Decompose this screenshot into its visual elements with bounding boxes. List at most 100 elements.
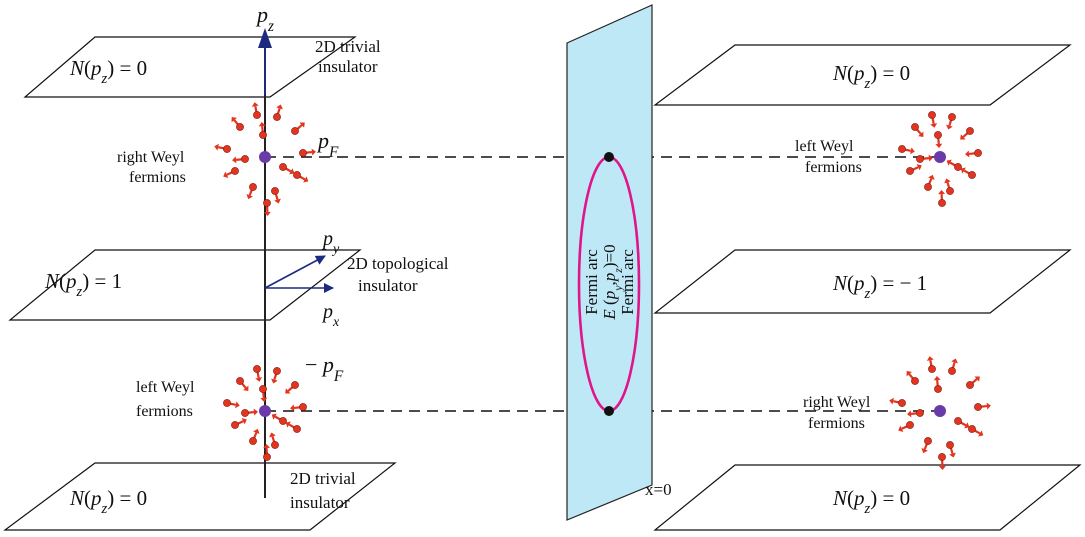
left-plane-top bbox=[23, 36, 357, 98]
weyl-cluster-left-upper bbox=[214, 102, 316, 216]
spin-arrow bbox=[271, 367, 281, 384]
left-plane-bottom bbox=[3, 462, 397, 531]
right-plane-middle bbox=[653, 249, 1072, 314]
spin-arrow bbox=[938, 190, 946, 207]
spin-arrow bbox=[944, 178, 954, 195]
left-weyl-upper-2: fermions bbox=[129, 169, 186, 186]
spin-arrow bbox=[966, 376, 980, 389]
spin-arrow bbox=[223, 399, 240, 409]
spin-arrow bbox=[285, 381, 299, 394]
surface-plane bbox=[566, 4, 653, 521]
weyl-cluster-right-upper bbox=[898, 111, 982, 207]
spin-arrow bbox=[946, 441, 956, 458]
weyl-point-right-upper bbox=[934, 151, 946, 163]
spin-arrow bbox=[271, 187, 281, 204]
left-middle-desc-1: 2D topological bbox=[347, 254, 449, 273]
weyl-cluster-left-lower bbox=[223, 365, 307, 461]
spin-arrow bbox=[214, 143, 231, 153]
spin-arrow bbox=[965, 149, 982, 158]
left-bottom-n-label: N(pz) = 0 bbox=[69, 486, 147, 517]
pF-label: pF bbox=[316, 128, 339, 161]
spin-arrow bbox=[907, 409, 924, 418]
left-top-desc-2: insulator bbox=[318, 57, 378, 76]
spin-arrow bbox=[974, 402, 991, 411]
spin-arrow bbox=[960, 167, 976, 179]
weyl-point-right-lower bbox=[934, 405, 946, 417]
spin-arrow bbox=[948, 358, 958, 375]
right-weyl-lower-1: right Weyl bbox=[803, 394, 871, 411]
spin-arrow bbox=[938, 453, 946, 470]
spin-arrow bbox=[933, 376, 942, 393]
surface-label-fermi-arc-right: Fermi arc bbox=[618, 249, 637, 315]
spin-arrow bbox=[291, 122, 305, 135]
minus-pF-label: − pF bbox=[305, 352, 344, 385]
right-middle-n-label: N(pz) = − 1 bbox=[832, 271, 927, 302]
spin-arrow bbox=[223, 167, 239, 178]
spin-arrow bbox=[911, 123, 924, 137]
weyl-cluster-right-lower bbox=[889, 356, 991, 470]
right-plane-bottom bbox=[653, 464, 1082, 531]
spin-arrow bbox=[249, 428, 260, 445]
spin-arrow bbox=[258, 122, 267, 139]
spin-arrow bbox=[960, 127, 974, 140]
left-bottom-desc-1: 2D trivial bbox=[290, 469, 356, 488]
surface-node-lower bbox=[604, 406, 614, 416]
spin-arrow bbox=[241, 408, 258, 417]
spin-arrow bbox=[231, 117, 244, 131]
spin-arrow bbox=[898, 421, 914, 432]
spin-arrow bbox=[285, 421, 301, 433]
surface-node-upper bbox=[604, 152, 614, 162]
spin-arrow bbox=[906, 164, 922, 175]
pz-label: pz bbox=[255, 2, 274, 35]
py-label: py bbox=[321, 228, 340, 257]
left-plane-middle bbox=[8, 249, 362, 321]
spin-arrow bbox=[263, 444, 271, 461]
right-weyl-upper-2: fermions bbox=[805, 159, 862, 176]
left-top-desc-1: 2D trivial bbox=[315, 37, 381, 56]
spin-arrow bbox=[279, 163, 295, 175]
spin-arrow bbox=[290, 403, 307, 412]
spin-arrow bbox=[263, 199, 271, 216]
spin-arrow bbox=[921, 437, 932, 454]
spin-arrow bbox=[236, 377, 249, 391]
spin-arrow bbox=[251, 102, 261, 119]
right-weyl-lower-2: fermions bbox=[808, 415, 865, 432]
right-plane-top bbox=[653, 44, 1072, 106]
left-weyl-upper-1: right Weyl bbox=[117, 149, 185, 166]
weyl-point-left-lower bbox=[259, 405, 271, 417]
surface-label-fermi-arc-left: Fermi arc bbox=[582, 249, 601, 315]
spin-arrow bbox=[273, 104, 283, 121]
right-weyl-upper-1: left Weyl bbox=[795, 138, 854, 155]
left-weyl-lower-2: fermions bbox=[136, 403, 193, 420]
spin-arrow bbox=[269, 432, 279, 449]
spin-arrow bbox=[946, 113, 956, 130]
spin-arrow bbox=[916, 154, 933, 163]
spin-arrow bbox=[293, 171, 309, 183]
left-weyl-lower-1: left Weyl bbox=[136, 379, 195, 396]
spin-arrow bbox=[232, 155, 249, 164]
spin-arrow bbox=[906, 371, 919, 385]
spin-arrow bbox=[928, 111, 938, 128]
left-middle-n-label: N(pz) = 1 bbox=[44, 269, 122, 300]
py-arrow bbox=[264, 255, 326, 289]
spin-arrow bbox=[946, 159, 962, 171]
surface-label-energy: E (py,pz)=0 bbox=[600, 244, 625, 320]
right-bottom-n-label: N(pz) = 0 bbox=[832, 486, 910, 517]
left-middle-desc-2: insulator bbox=[358, 276, 418, 295]
px-label: px bbox=[321, 301, 340, 330]
spin-arrow bbox=[231, 418, 247, 429]
weyl-point-left-upper bbox=[259, 151, 271, 163]
spin-arrow bbox=[968, 425, 984, 437]
spin-arrow bbox=[954, 417, 970, 429]
spin-arrow bbox=[924, 174, 935, 191]
x-zero-label: x=0 bbox=[645, 480, 672, 499]
spin-arrow bbox=[253, 365, 263, 382]
spin-arrow bbox=[271, 413, 287, 425]
left-bottom-desc-2: insulator bbox=[290, 493, 350, 512]
spin-arrow bbox=[259, 385, 268, 402]
right-top-n-label: N(pz) = 0 bbox=[832, 61, 910, 92]
spin-arrow bbox=[889, 397, 906, 407]
left-top-n-label: N(pz) = 0 bbox=[69, 56, 147, 87]
spin-arrow bbox=[934, 131, 943, 148]
